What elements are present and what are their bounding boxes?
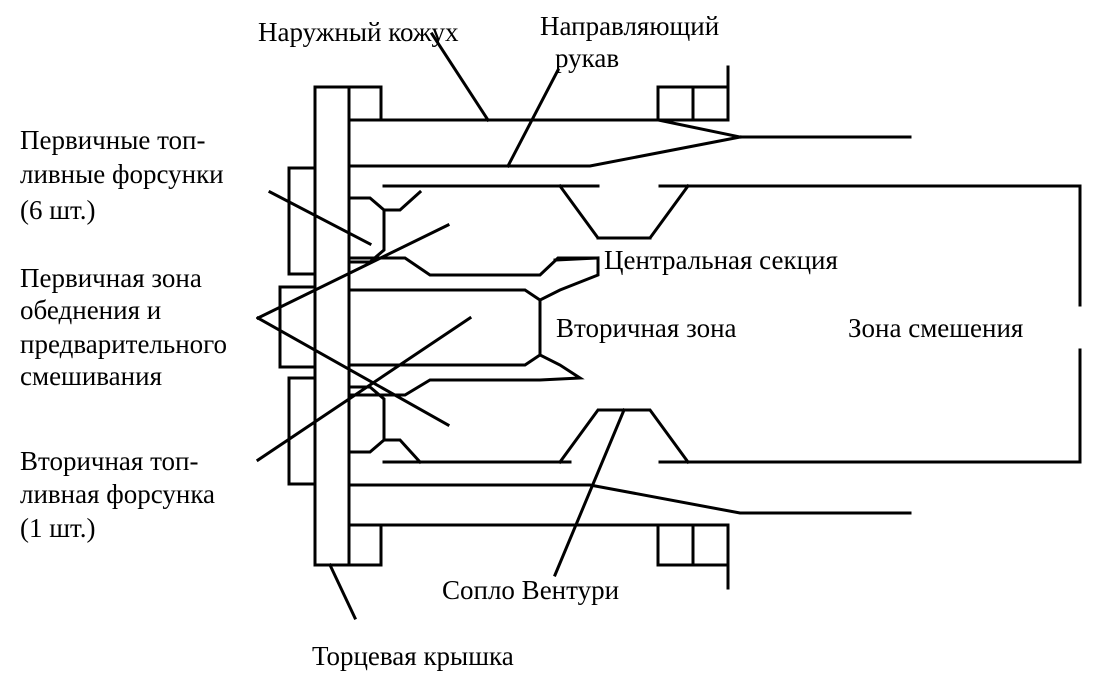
primary-nozzle-stub-top: [287, 166, 317, 276]
guide-sleeve-top: [347, 135, 742, 168]
label-secondary-zone: Вторичная зона: [556, 313, 737, 343]
guide-sleeve-bottom: [347, 483, 912, 515]
leader-lean-zone-a: [255, 222, 451, 321]
label-lean-zone-2: обеднения и: [20, 295, 162, 325]
label-secondary-nozzle-1: Вторичная топ-: [20, 446, 199, 476]
venturi-bottom: [557, 408, 691, 465]
leader-guide-sleeve: [505, 67, 561, 169]
leader-lean-zone-b: [255, 315, 451, 428]
primary-nozzle-stub-bottom: [287, 376, 317, 486]
label-lean-zone-1: Первичная зона: [20, 263, 202, 293]
primary-nozzle-top: [347, 196, 386, 264]
label-guide-sleeve-2: рукав: [555, 43, 620, 73]
top-flange-block: [347, 85, 383, 122]
label-primary-nozzles-3: (6 шт.): [20, 195, 96, 225]
label-primary-nozzles-2: ливные форсунки: [20, 159, 224, 189]
label-guide-sleeve-1: Направляющий: [540, 11, 720, 41]
leader-outer-casing: [429, 31, 491, 123]
leader-center-section: [553, 256, 600, 262]
label-secondary-nozzle-2: ливная форсунка: [20, 479, 216, 509]
center-nozzle-stub: [278, 285, 317, 369]
label-outer-casing: Наружный кожух: [258, 17, 459, 47]
leader-venturi: [553, 408, 626, 577]
label-lean-zone-4: смешивания: [20, 361, 162, 391]
leader-end-cover: [328, 563, 357, 620]
label-venturi: Сопло Вентури: [442, 575, 620, 605]
venturi-top: [557, 183, 691, 240]
leader-secondary-nozzle: [255, 315, 473, 463]
label-center-section: Центральная секция: [604, 245, 838, 275]
label-end-cover: Торцевая крышка: [312, 641, 514, 671]
bottom-flange-block: [347, 523, 383, 567]
label-secondary-nozzle-3: (1 шт.): [20, 513, 96, 543]
label-mixing-zone: Зона смешения: [848, 313, 1024, 343]
leader-primary-nozzles: [267, 189, 373, 247]
end-cover-plate: [313, 85, 351, 567]
center-section-body: [347, 256, 600, 397]
label-primary-nozzles-1: Первичные топ-: [20, 125, 206, 155]
label-lean-zone-3: предварительного: [20, 329, 228, 359]
